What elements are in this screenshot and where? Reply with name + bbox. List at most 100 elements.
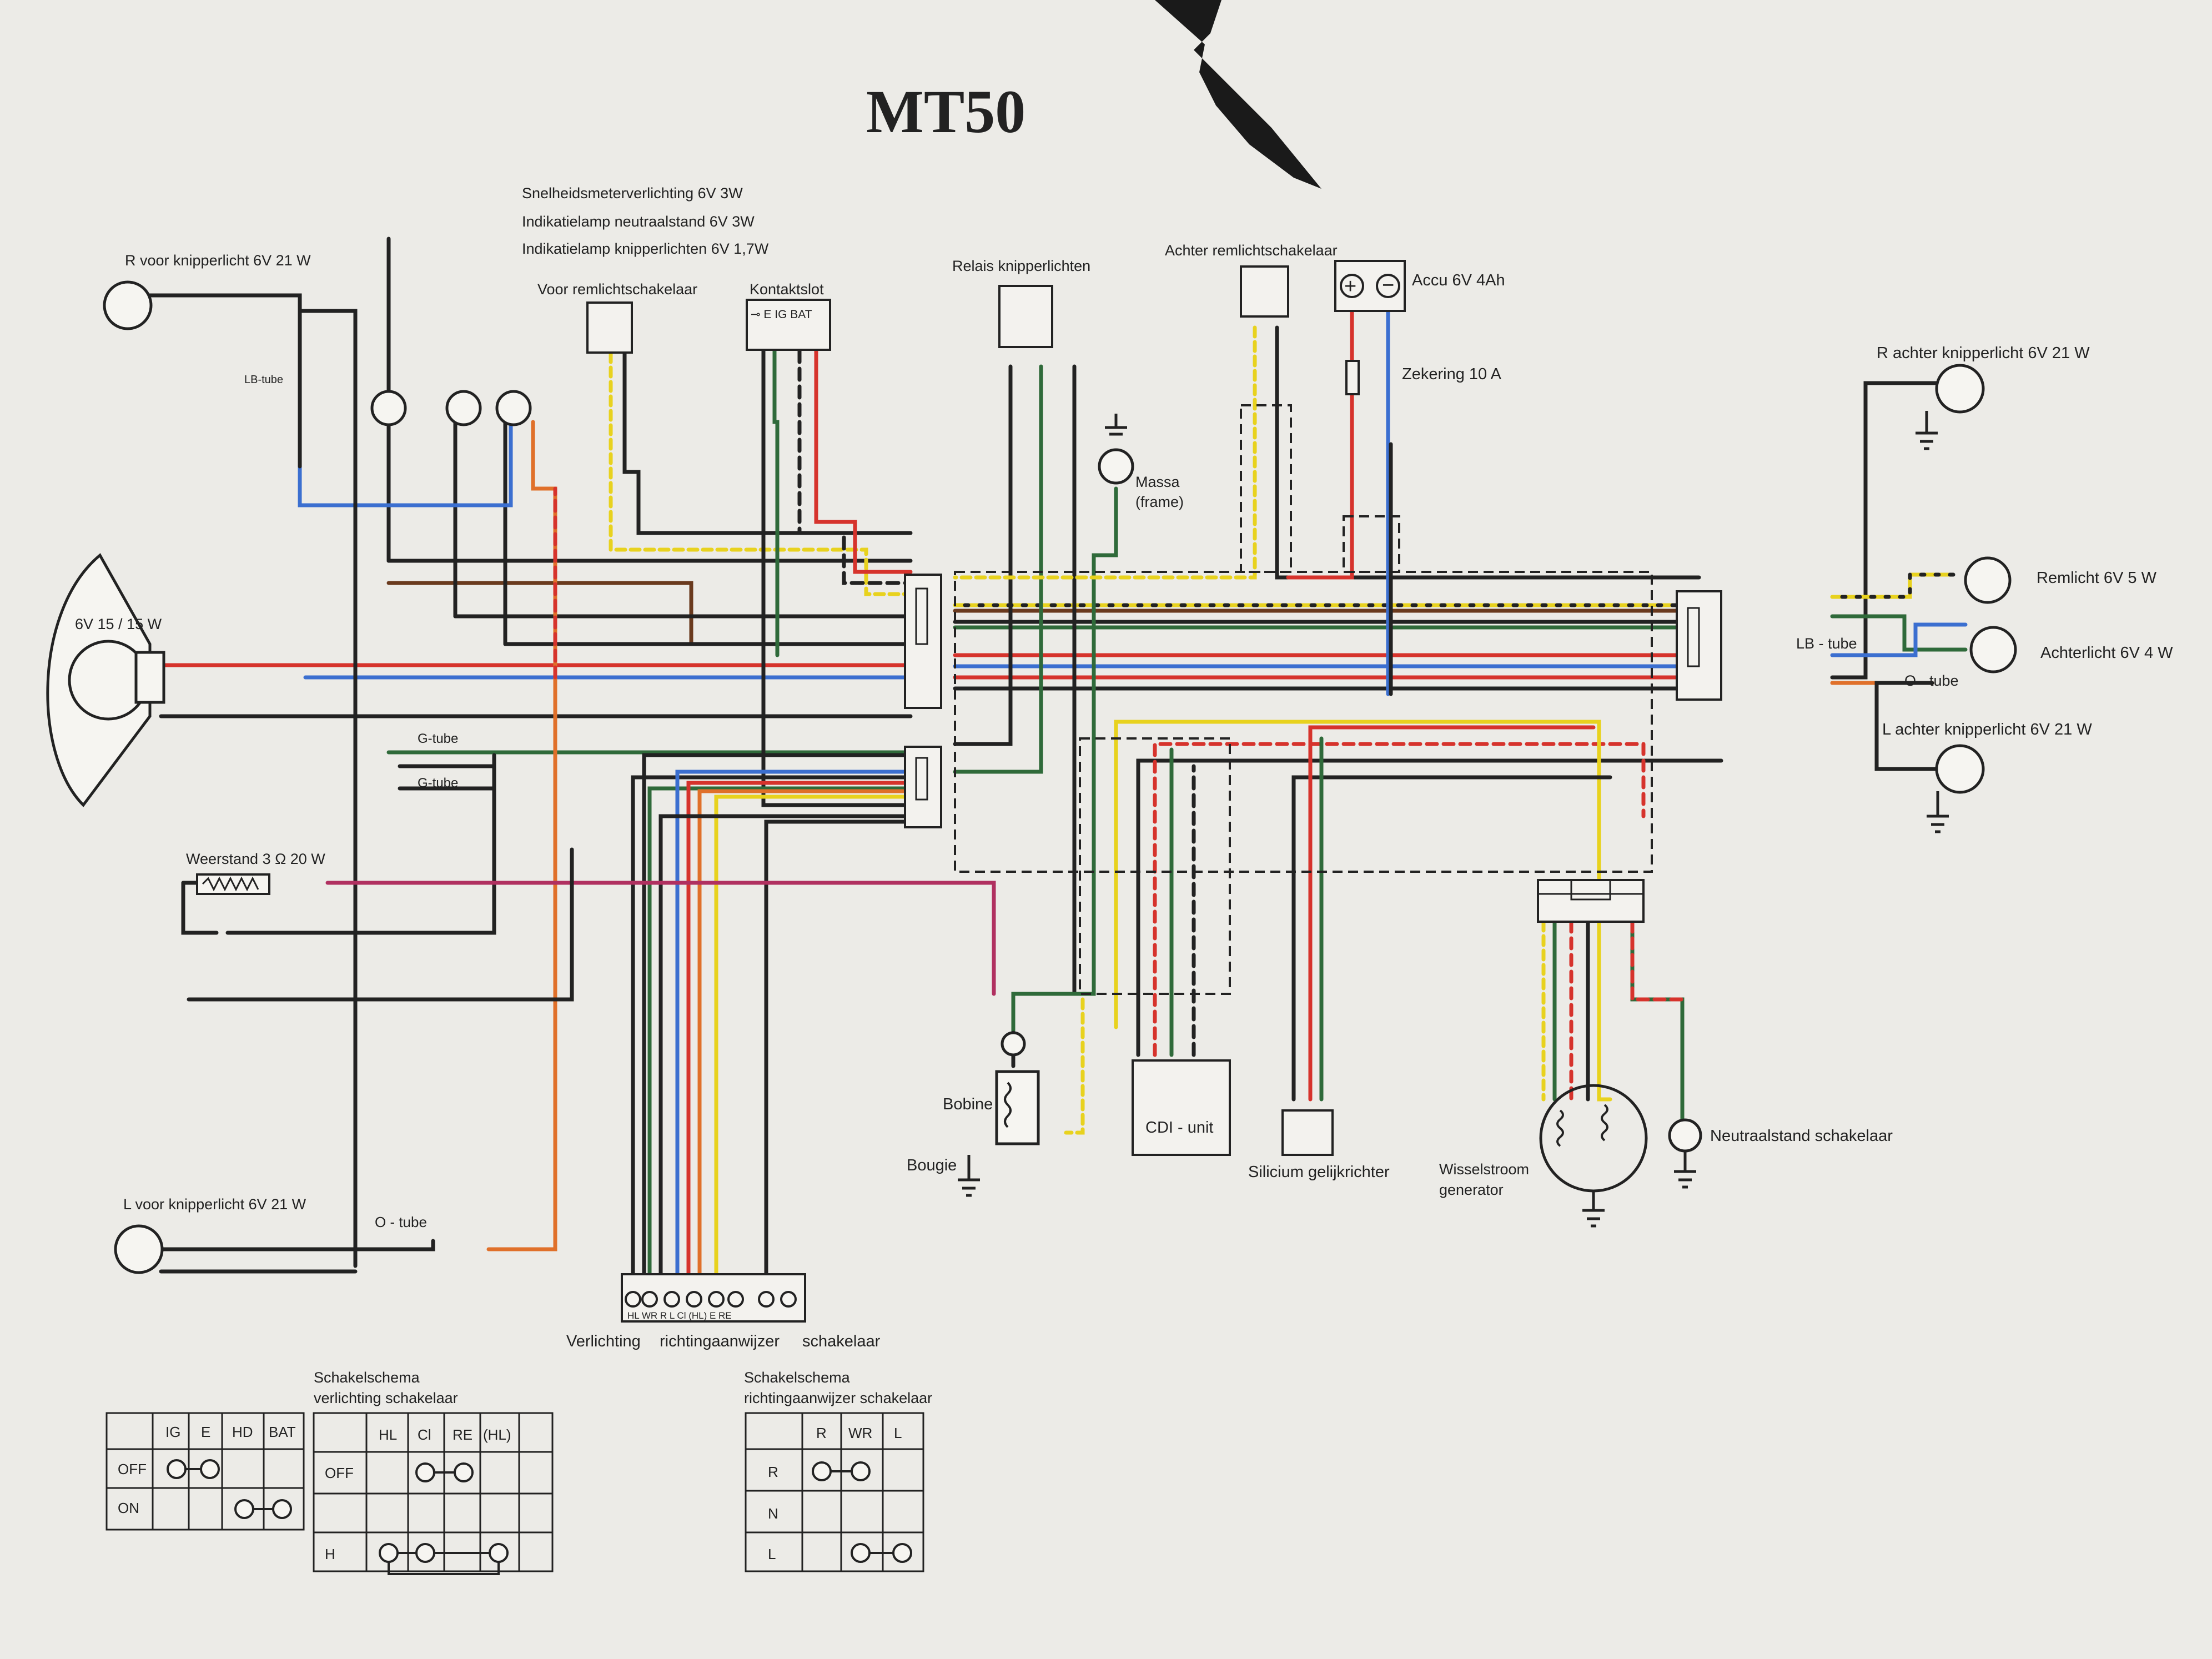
wire-magenta-weerstand xyxy=(325,881,996,996)
label-cdi: CDI - unit xyxy=(1145,1119,1213,1137)
wire-yellow-achterrem xyxy=(953,325,1257,580)
wire-black-rvoor xyxy=(137,293,358,1268)
achter-rem-box xyxy=(1240,265,1289,318)
label-kontaktslot: Kontaktslot xyxy=(750,281,824,298)
neutraal-bulb xyxy=(445,390,482,426)
fuse-box-frame xyxy=(1240,404,1292,573)
label-silicium: Silicium gelijkrichter xyxy=(1248,1163,1390,1181)
label-richting: richtingaanwijzer xyxy=(660,1333,780,1350)
wire-red-dash-neutraal xyxy=(1630,919,1685,1002)
connector-left-top-detail xyxy=(915,587,928,645)
table-richting-r0: R xyxy=(768,1464,778,1480)
r-achter-knipperlicht-bulb xyxy=(1935,364,1985,414)
relais-box xyxy=(998,285,1053,348)
wire-black-relais1 xyxy=(953,364,1013,746)
table-richting-dot-3 xyxy=(851,1543,871,1563)
table-kontakt-h2: E xyxy=(201,1424,210,1440)
ground-l-achter-icon xyxy=(1927,791,1949,833)
wire-red-sw xyxy=(686,781,913,1301)
label-r-voor: R voor knipperlicht 6V 21 W xyxy=(125,252,311,269)
sw-pin-r xyxy=(663,1291,680,1308)
label-g-tube-2: G-tube xyxy=(418,776,458,791)
label-accu: Accu 6V 4Ah xyxy=(1412,272,1505,289)
kontaktslot-box xyxy=(746,299,831,351)
table-kontakt-r0: OFF xyxy=(118,1461,147,1477)
label-neutraal-schakelaar: Neutraalstand schakelaar xyxy=(1710,1127,1893,1145)
table-kontakt-h4: BAT xyxy=(269,1424,296,1440)
connector-right-detail xyxy=(1687,607,1700,667)
table-verlichting-dot-3 xyxy=(379,1543,399,1563)
bobine-connector xyxy=(1001,1031,1026,1057)
table-richting-dot-1 xyxy=(812,1461,832,1481)
label-bougie: Bougie xyxy=(907,1157,957,1174)
wire-brown-main xyxy=(386,581,693,646)
table-richting-frame xyxy=(745,1412,924,1572)
table-kontakt-h3: HD xyxy=(232,1424,253,1440)
wire-black-sw2 xyxy=(642,753,913,1301)
wire-green-achter xyxy=(1830,614,1968,652)
wire-blue-sw xyxy=(675,770,913,1301)
wire-red-gelijk xyxy=(1308,725,1596,1102)
label-achter-rem: Achter remlichtschakelaar xyxy=(1165,242,1338,259)
table-verlichting-title-2: verlichting schakelaar xyxy=(314,1390,458,1406)
fuse xyxy=(1345,360,1360,395)
wire-yellow-voorrem xyxy=(609,336,913,596)
wire-black-voorrem xyxy=(622,336,913,535)
wire-yellow-cdi xyxy=(1114,720,1601,1029)
wire-yellow-sw xyxy=(714,795,913,1301)
headlight-socket xyxy=(134,651,165,704)
connector-generator xyxy=(1537,879,1645,923)
table-verlichting-dot-5 xyxy=(489,1543,509,1563)
l-achter-knipperlicht-bulb xyxy=(1935,744,1985,794)
table-verlichting-h1: HL xyxy=(379,1426,397,1443)
label-l-achter: L achter knipperlicht 6V 21 W xyxy=(1882,721,2092,738)
label-massa-1: Massa xyxy=(1135,474,1180,490)
table-verlichting-link-2 xyxy=(388,1552,500,1575)
snelheid-bulb xyxy=(370,390,407,426)
wire-black-kontakt xyxy=(761,331,913,807)
l-voor-knipperlicht-bulb xyxy=(114,1224,164,1274)
accu-plus-terminal xyxy=(1340,274,1364,298)
harness-box-frame xyxy=(954,571,1653,873)
label-zekering: Zekering 10 A xyxy=(1402,365,1502,383)
paper-tear xyxy=(1155,0,1321,189)
label-l-voor: L voor knipperlicht 6V 21 W xyxy=(123,1196,306,1213)
wire-black-dash-kontakt xyxy=(797,331,913,585)
table-kontakt-h1: IG xyxy=(165,1424,180,1440)
weerstand-zigzag xyxy=(202,876,259,892)
wire-black-sw1 xyxy=(631,775,913,1301)
wire-green-massa xyxy=(1011,486,1118,1035)
label-neutraal-lamp: Indikatielamp neutraalstand 6V 3W xyxy=(522,213,755,230)
table-kontakt-frame xyxy=(105,1412,305,1531)
table-kontakt-r1: ON xyxy=(118,1500,139,1516)
label-achterlicht: Achterlicht 6V 4 W xyxy=(2040,644,2173,662)
table-verlichting-dot-2 xyxy=(454,1462,474,1482)
wire-black-achterrem xyxy=(1275,325,1701,580)
ground-bougie-icon xyxy=(958,1155,980,1197)
knipper-indicator-bulb xyxy=(495,390,532,426)
diagram-title: MT50 xyxy=(866,78,1025,145)
wire-blue-indicators xyxy=(298,420,513,507)
bobine-coil xyxy=(1004,1082,1012,1128)
table-richting-dot-4 xyxy=(892,1543,912,1563)
wire-black-sw4 xyxy=(658,814,913,1301)
voor-rem-box xyxy=(586,301,633,354)
table-verlichting-title-1: Schakelschema xyxy=(314,1369,420,1386)
sw-pin-cl xyxy=(708,1291,725,1308)
label-wissel-2: generator xyxy=(1439,1182,1504,1198)
accu-plus-sign: + xyxy=(1344,275,1356,298)
wire-green-sw xyxy=(647,786,913,1301)
label-switch-pins: HL WR R L Cl (HL) E RE xyxy=(627,1310,732,1321)
table-richting-r1: N xyxy=(768,1505,778,1522)
gelijkrichter-box xyxy=(1281,1109,1334,1156)
table-richting-grid xyxy=(746,1413,923,1571)
fuse-box-frame-2 xyxy=(1343,515,1400,573)
cdi-unit-box xyxy=(1132,1059,1231,1156)
wire-black-gelijk xyxy=(1291,775,1612,1102)
label-g-tube-1: G-tube xyxy=(418,731,458,746)
wire-black-sw3 xyxy=(764,820,913,1301)
sw-pin-hl xyxy=(625,1291,641,1308)
wire-red-dash-cdi xyxy=(1153,742,1646,1057)
table-richting-h2: WR xyxy=(848,1425,872,1441)
